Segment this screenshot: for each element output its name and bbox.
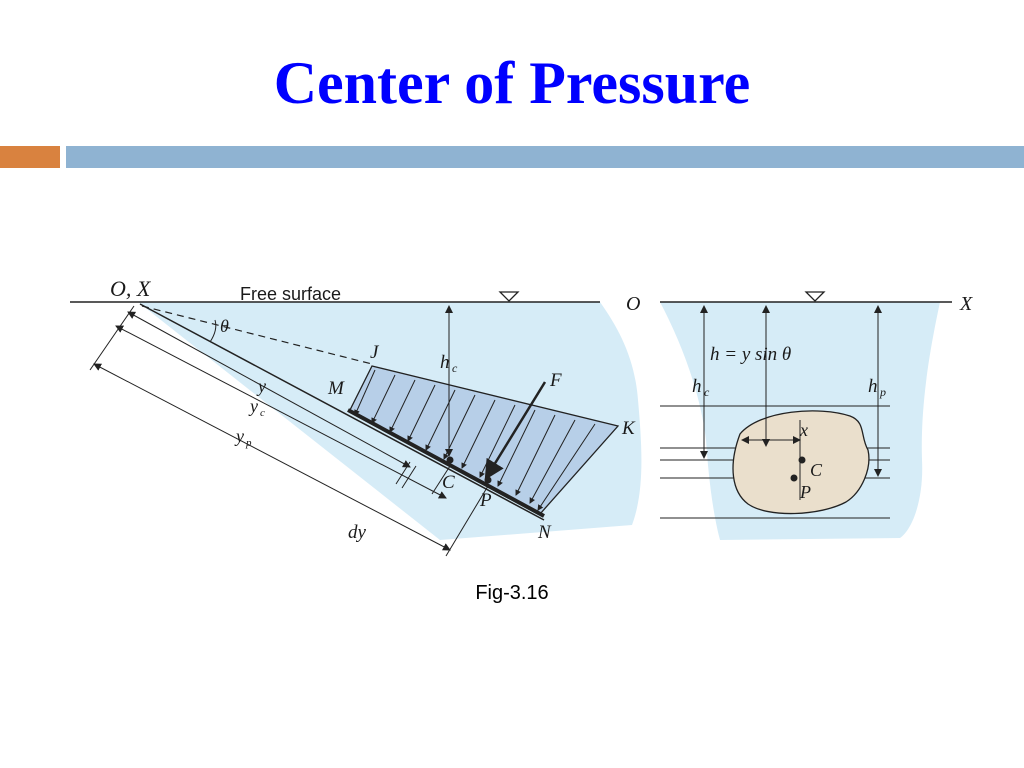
right-P-label: P (799, 482, 811, 502)
point-J-label: J (370, 342, 380, 363)
right-point-C-marker (798, 456, 806, 464)
x-label: x (799, 420, 808, 440)
title-accent-bar (0, 146, 60, 168)
right-hc-label: h (692, 376, 702, 397)
force-F-label: F (549, 370, 562, 391)
hp-subscript: p (879, 385, 886, 399)
hc-subscript: c (452, 361, 458, 375)
figure-svg: O, X Free surface θ J M K N C P F h c y … (70, 276, 973, 557)
point-P-label: P (479, 490, 492, 511)
hp-label: h (868, 376, 878, 397)
yc-label: y (248, 396, 258, 416)
point-C-label: C (442, 472, 455, 493)
point-N-label: N (537, 522, 552, 543)
right-hc-subscript: c (704, 385, 710, 399)
yc-subscript: c (260, 407, 265, 419)
force-arrow (484, 381, 547, 481)
center-of-pressure-figure: O, X Free surface θ J M K N C P F h c y … (60, 270, 990, 560)
right-surface-symbol (804, 291, 826, 302)
point-M-label: M (327, 378, 345, 399)
point-K-label: K (621, 418, 636, 439)
slide-title: Center of Pressure (273, 50, 751, 116)
title-rule-bar (66, 146, 1024, 168)
point-C-marker (446, 456, 454, 464)
yp-subscript: p (245, 437, 252, 449)
free-surface-label: Free surface (240, 284, 341, 304)
h-formula-label: h = y sin θ (710, 344, 791, 365)
left-surface-symbol (498, 291, 520, 302)
yp-label: y (234, 426, 244, 446)
right-O-label: O (626, 293, 640, 315)
figure-caption: Fig-3.16 (475, 582, 549, 604)
hc-label: h (440, 352, 450, 373)
right-point-P-marker (790, 474, 798, 482)
origin-label: O, X (110, 276, 152, 301)
point-P-marker (484, 476, 492, 484)
right-C-label: C (810, 460, 823, 480)
right-panel: O X h = y sin θ h c h p x C P (626, 291, 973, 540)
right-X-label: X (959, 293, 973, 315)
dimension-lines (89, 305, 489, 557)
y-label: y (256, 376, 266, 396)
angle-theta-label: θ (220, 316, 229, 336)
dy-label: dy (348, 522, 367, 543)
left-panel: O, X Free surface θ J M K N C P F h c y … (70, 276, 642, 557)
